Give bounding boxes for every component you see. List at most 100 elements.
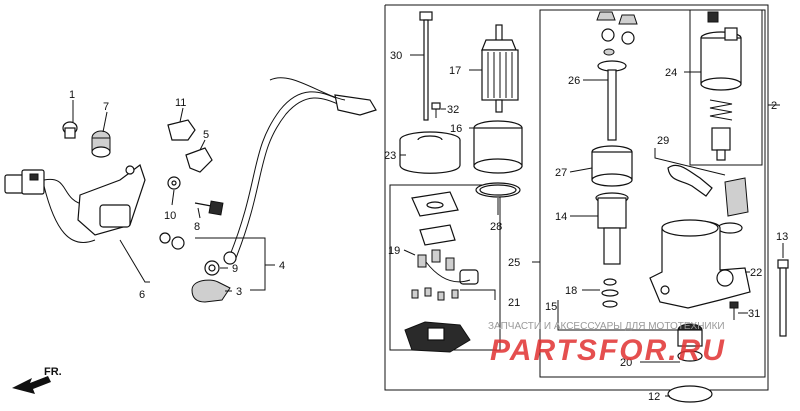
leader-15 — [557, 300, 680, 331]
dust-seal — [603, 48, 615, 56]
callout-25: 25 — [508, 257, 520, 269]
packing-washer — [717, 222, 743, 234]
callout-27: 27 — [555, 167, 567, 179]
solenoid-frame — [689, 9, 763, 166]
callout-24: 24 — [665, 67, 677, 79]
leader-11 — [179, 107, 184, 123]
callout-8: 8 — [194, 221, 200, 233]
shift-lever — [667, 164, 713, 197]
watermark-subtitle: ЗАПЧАСТИ И АКСЕССУАРЫ ДЛЯ МОТОТЕХНИКИ — [488, 321, 725, 332]
main-assembly-frame — [384, 4, 769, 391]
leader-27 — [569, 167, 593, 173]
callout-13: 13 — [776, 231, 788, 243]
bolt-13-shank — [779, 267, 787, 337]
callout-30: 30 — [390, 50, 402, 62]
watermark-brand: PARTSFOR.RU — [490, 334, 726, 367]
o-ring-12 — [667, 385, 713, 403]
packing-plate — [724, 177, 749, 217]
callout-21: 21 — [508, 297, 520, 309]
callout-11: 11 — [175, 97, 186, 109]
leader-4-bracket — [195, 237, 266, 291]
housing-boss — [716, 269, 734, 287]
plunger-tip — [716, 149, 726, 161]
callout-22: 22 — [750, 267, 762, 279]
nut-top-a — [596, 11, 616, 21]
harness-clip-5 — [185, 147, 213, 173]
nut-small — [171, 236, 185, 250]
relay-body — [99, 204, 131, 228]
callout-7: 7 — [103, 101, 109, 113]
callout-14: 14 — [555, 211, 567, 223]
through-bolt-shank — [423, 19, 429, 121]
relay-mount-hole — [125, 165, 135, 175]
washer-top — [601, 28, 615, 42]
nut-top-b — [618, 14, 638, 25]
front-direction-marker: FR. — [12, 366, 62, 394]
leader-10 — [171, 189, 175, 206]
starter-motor-group — [399, 11, 523, 353]
bolt-8-head — [208, 200, 224, 216]
callout-31: 31 — [748, 308, 760, 320]
solenoid-plunger — [711, 127, 731, 151]
harness-wire-a — [43, 178, 86, 206]
callout-16: 16 — [450, 123, 462, 135]
callout-20: 20 — [620, 357, 632, 369]
end-cover-body — [399, 140, 461, 174]
solenoid-group — [649, 11, 789, 337]
armature-commutator — [481, 39, 517, 51]
solenoid-terminal — [707, 11, 719, 23]
brush-plate-hole — [426, 201, 444, 209]
callout-4: 4 — [279, 260, 285, 272]
center-leaders — [400, 54, 499, 300]
connector-latch — [29, 173, 39, 181]
drive-assembly-frame — [539, 9, 766, 378]
through-bolt-head — [419, 11, 433, 21]
leader-7 — [102, 111, 108, 133]
yoke-body — [473, 127, 523, 167]
yoke-bottom — [473, 158, 523, 174]
screw-32-head — [431, 102, 441, 110]
solenoid-bottom — [700, 77, 742, 91]
starter-relay-group — [4, 77, 377, 303]
left-leaders — [72, 100, 275, 292]
brush-spring-a — [411, 289, 419, 299]
callout-labels: 1 2 3 4 5 6 7 8 9 10 11 12 13 14 15 16 1… — [69, 50, 788, 403]
grommet-base — [91, 146, 111, 158]
callout-2: 2 — [771, 100, 777, 112]
callout-26: 26 — [568, 75, 580, 87]
collar-body — [64, 127, 76, 139]
brush-holder-center — [427, 327, 445, 341]
callout-5: 5 — [203, 129, 209, 141]
brush-spring-c — [437, 291, 445, 301]
housing-hole — [660, 285, 670, 295]
drive-shaft — [607, 69, 617, 141]
brush-c — [445, 257, 455, 271]
brush-terminal — [459, 269, 479, 285]
starter-cable-a — [229, 91, 341, 256]
callout-28: 28 — [490, 221, 502, 233]
housing-opening — [661, 219, 719, 237]
harness-clip-11 — [167, 119, 196, 141]
harness-wire-b — [43, 185, 96, 243]
callout-15: 15 — [545, 301, 557, 313]
stop-ring — [603, 278, 617, 286]
pinion-body — [597, 197, 627, 229]
right-leaders — [654, 71, 784, 314]
callout-17: 17 — [449, 65, 461, 77]
seal-ring — [677, 350, 703, 362]
callout-9: 9 — [232, 263, 238, 275]
brush-lead — [425, 261, 471, 283]
solenoid-body — [700, 37, 742, 85]
leader-21 — [460, 289, 496, 300]
solenoid-spring — [709, 99, 733, 121]
callout-10: 10 — [164, 210, 176, 222]
washer-10-hole — [171, 180, 177, 186]
drive-group — [591, 11, 713, 403]
callout-29: 29 — [657, 135, 669, 147]
starter-cable-b — [235, 97, 343, 259]
pinion-shaft — [603, 227, 621, 265]
terminal-cap-3 — [191, 279, 231, 303]
starter-cable-upper — [269, 77, 346, 101]
frame-lines — [384, 4, 780, 391]
